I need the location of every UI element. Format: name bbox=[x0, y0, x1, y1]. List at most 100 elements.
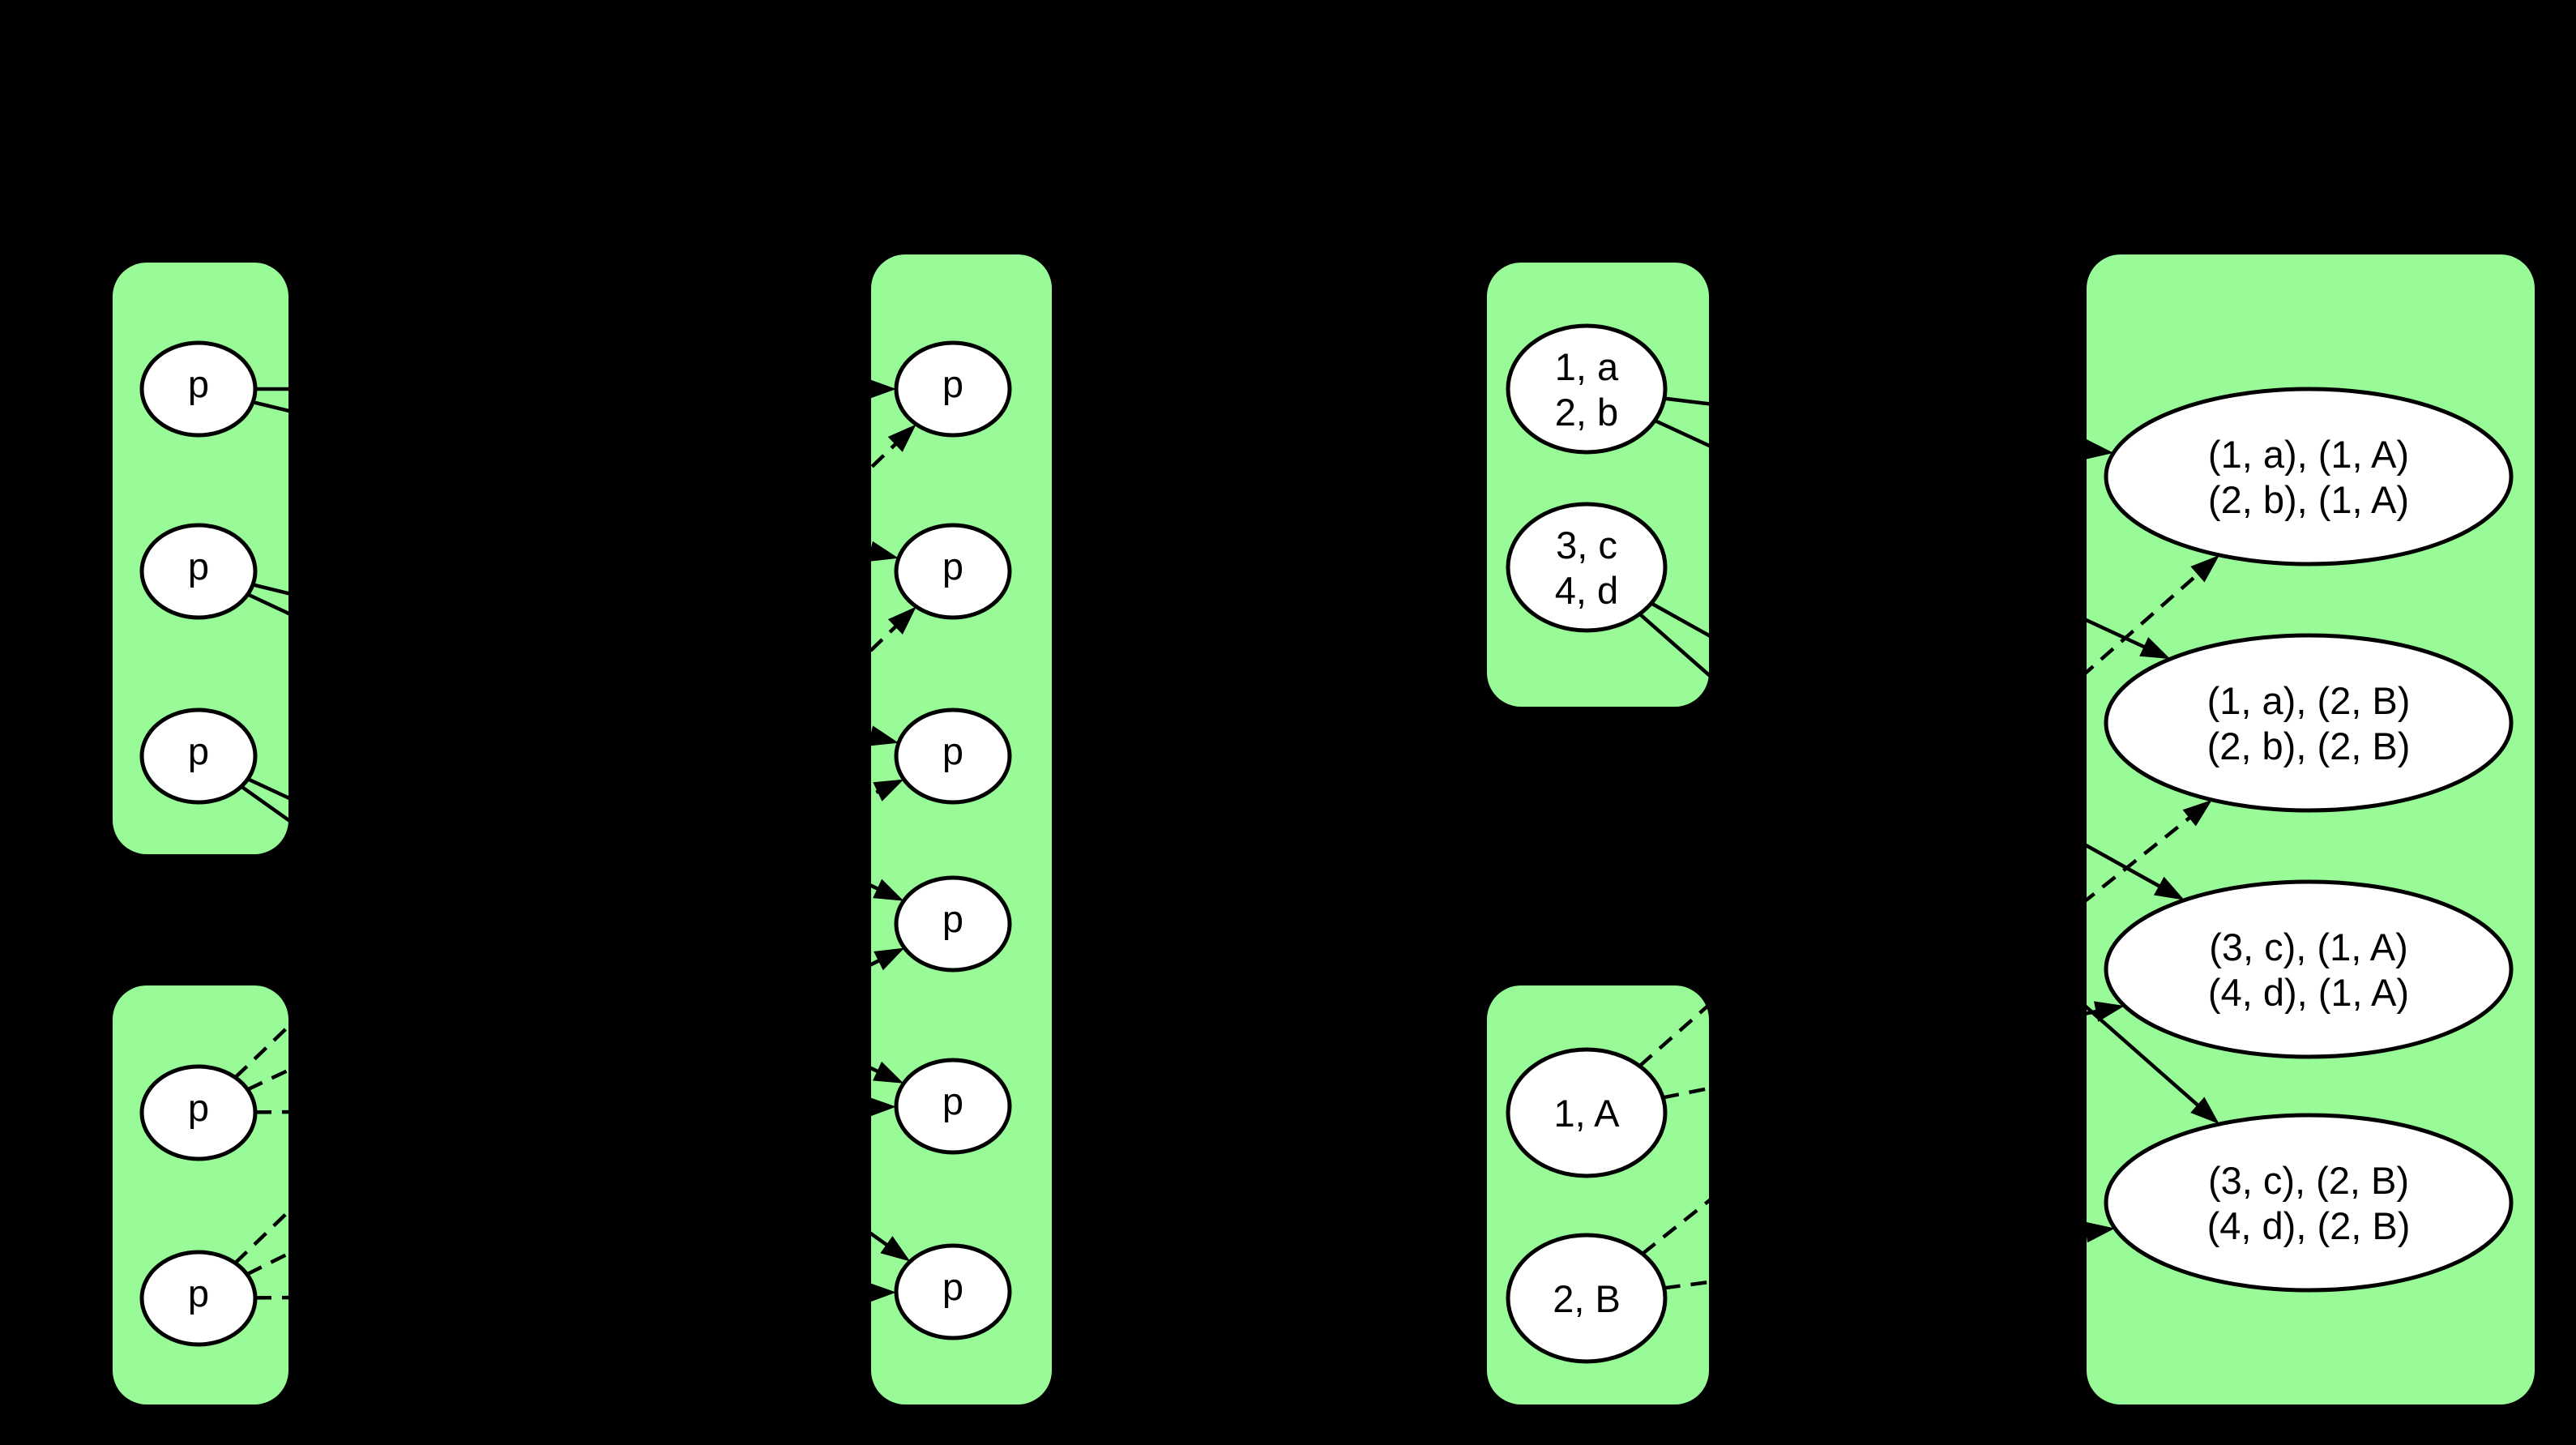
arrowhead-b2-c2 bbox=[887, 606, 916, 635]
edge-solid-a2-c4 bbox=[246, 592, 904, 901]
partition-label-a1-line1: p bbox=[188, 362, 209, 405]
edge-shaft-e2-f4 bbox=[1664, 1229, 2094, 1290]
edge-solid-a3-c6 bbox=[240, 784, 911, 1262]
edge-dashed-e2-f4 bbox=[1664, 1221, 2115, 1290]
edge-shaft-b2-c4 bbox=[246, 955, 886, 1276]
edge-dashed-e1-f3 bbox=[1662, 1001, 2125, 1100]
edge-dashed-b2-c2 bbox=[233, 606, 916, 1265]
arrowhead-b1-c3 bbox=[873, 779, 904, 802]
arrowhead-d2-f4 bbox=[2190, 1097, 2219, 1125]
arrowhead-d1-f2 bbox=[2139, 637, 2171, 660]
partition-node-c4: p bbox=[894, 875, 1012, 973]
partition-node-d1: 1, a2, b bbox=[1506, 323, 1668, 455]
partition-label-f3-line1: (3, c), (1, A) bbox=[2209, 926, 2408, 968]
arrowhead-a2-c3 bbox=[867, 725, 899, 746]
partition-label-f1-line1: (1, a), (1, A) bbox=[2208, 433, 2409, 476]
arrowhead-a3-c6 bbox=[880, 1236, 911, 1262]
partition-label-c4-line1: p bbox=[942, 897, 963, 940]
partition-node-a2: p bbox=[139, 523, 258, 620]
partition-label-f2-line1: (1, a), (2, B) bbox=[2207, 679, 2411, 722]
partition-ellipse-f1 bbox=[2104, 387, 2514, 566]
edge-solid-a2-c3 bbox=[252, 583, 899, 746]
partition-ellipse-d2 bbox=[1506, 502, 1668, 633]
arrowhead-b2-c6 bbox=[866, 1281, 897, 1303]
partition-node-e1: 1, A bbox=[1506, 1047, 1668, 1178]
partition-label-f2-line2: (2, b), (2, B) bbox=[2207, 725, 2411, 767]
edge-dashed-b1-c1 bbox=[233, 424, 916, 1079]
edge-shaft-d1-f2 bbox=[1654, 418, 2151, 652]
edge-solid-d1-f1 bbox=[1664, 396, 2114, 460]
partition-label-b2-line1: p bbox=[188, 1272, 209, 1315]
partition-label-d1-line2: 2, b bbox=[1555, 391, 1618, 434]
partition-ellipse-b1 bbox=[139, 1064, 258, 1161]
edge-shaft-a2-c3 bbox=[252, 583, 878, 740]
edge-dashed-b2-c4 bbox=[246, 947, 905, 1276]
partition-label-f3-line2: (4, d), (1, A) bbox=[2208, 971, 2409, 1014]
partition-label-e1-line1: 1, A bbox=[1553, 1092, 1620, 1135]
partition-label-e2-line1: 2, B bbox=[1553, 1277, 1621, 1320]
edge-dashed-b2-c6 bbox=[254, 1281, 897, 1303]
edge-shaft-b2-c2 bbox=[233, 620, 902, 1265]
partition-node-f1: (1, a), (1, A)(2, b), (1, A) bbox=[2104, 387, 2514, 566]
edge-shaft-e2-f2 bbox=[1641, 812, 2197, 1255]
partition-label-f1-line2: (2, b), (1, A) bbox=[2208, 478, 2409, 521]
partition-ellipse-a2 bbox=[139, 523, 258, 620]
arrowhead-d2-f3 bbox=[2153, 876, 2185, 900]
edge-shaft-b1-c5 bbox=[254, 1105, 875, 1114]
partition-ellipse-f3 bbox=[2104, 879, 2514, 1059]
partition-ellipse-e2 bbox=[1506, 1233, 1668, 1364]
edge-dashed-b1-c5 bbox=[254, 1096, 897, 1118]
edge-shaft-e1-f1 bbox=[1638, 568, 2205, 1068]
partition-ellipse-f4 bbox=[2104, 1113, 2514, 1293]
partition-node-f4: (3, c), (2, B)(4, d), (2, B) bbox=[2104, 1113, 2514, 1293]
partition-node-b2: p bbox=[139, 1250, 258, 1347]
partition-label-d2-line2: 4, d bbox=[1555, 569, 1618, 612]
edge-solid-d1-f2 bbox=[1654, 418, 2171, 660]
partition-label-a2-line1: p bbox=[188, 545, 209, 588]
partition-ellipse-c4 bbox=[894, 875, 1012, 973]
partition-node-f2: (1, a), (2, B)(2, b), (2, B) bbox=[2104, 633, 2514, 813]
partition-label-d2-line1: 3, c bbox=[1556, 524, 1617, 566]
arrowhead-d1-f1 bbox=[2083, 438, 2114, 460]
partition-label-c2-line1: p bbox=[942, 545, 963, 588]
partition-ellipse-c3 bbox=[894, 708, 1012, 805]
partition-ellipse-c6 bbox=[894, 1243, 1012, 1340]
edge-shaft-b1-c1 bbox=[233, 438, 902, 1079]
arrowhead-b2-c4 bbox=[874, 947, 905, 971]
edge-shaft-a2-c4 bbox=[246, 592, 885, 894]
partition-node-f3: (3, c), (1, A)(4, d), (1, A) bbox=[2104, 879, 2514, 1059]
partition-node-d2: 3, c4, d bbox=[1506, 502, 1668, 633]
partition-ellipse-e1 bbox=[1506, 1047, 1668, 1178]
edge-dashed-b1-c3 bbox=[246, 779, 904, 1092]
partition-ellipse-b2 bbox=[139, 1250, 258, 1347]
partition-label-a3-line1: p bbox=[188, 729, 209, 772]
edge-solid-a1-c1 bbox=[255, 378, 896, 400]
partition-label-c6-line1: p bbox=[942, 1265, 963, 1308]
edge-solid-d2-f4 bbox=[1638, 612, 2219, 1125]
arrowhead-a3-c5 bbox=[873, 1061, 904, 1084]
partition-label-f4-line2: (4, d), (2, B) bbox=[2207, 1204, 2411, 1247]
partition-label-b1-line1: p bbox=[188, 1086, 209, 1129]
edge-dashed-e1-f1 bbox=[1638, 554, 2219, 1068]
partition-node-a1: p bbox=[139, 340, 258, 438]
edge-shaft-e1-f3 bbox=[1662, 1008, 2104, 1100]
partition-label-f4-line1: (3, c), (2, B) bbox=[2208, 1159, 2409, 1202]
arrowhead-a1-c1 bbox=[867, 378, 896, 400]
partition-ellipse-c5 bbox=[894, 1058, 1012, 1155]
edge-shaft-d1-f1 bbox=[1664, 396, 2092, 452]
partition-ellipse-f2 bbox=[2104, 633, 2514, 813]
partition-label-c5-line1: p bbox=[942, 1079, 963, 1122]
edge-dashed-e2-f2 bbox=[1641, 799, 2212, 1255]
partition-label-d1-line1: 1, a bbox=[1555, 345, 1619, 388]
arrowhead-e1-f1 bbox=[2190, 554, 2219, 583]
arrowhead-b1-c1 bbox=[887, 424, 916, 452]
partition-ellipse-d1 bbox=[1506, 323, 1668, 455]
edge-shaft-a3-c5 bbox=[246, 777, 885, 1076]
partition-node-c5: p bbox=[894, 1058, 1012, 1155]
edge-shaft-a1-c2 bbox=[252, 400, 878, 555]
arrowhead-e1-f3 bbox=[2094, 1001, 2125, 1022]
arrowhead-b1-c5 bbox=[866, 1096, 897, 1118]
edge-shaft-b2-c6 bbox=[254, 1290, 875, 1300]
partition-ellipse-c2 bbox=[894, 523, 1012, 620]
